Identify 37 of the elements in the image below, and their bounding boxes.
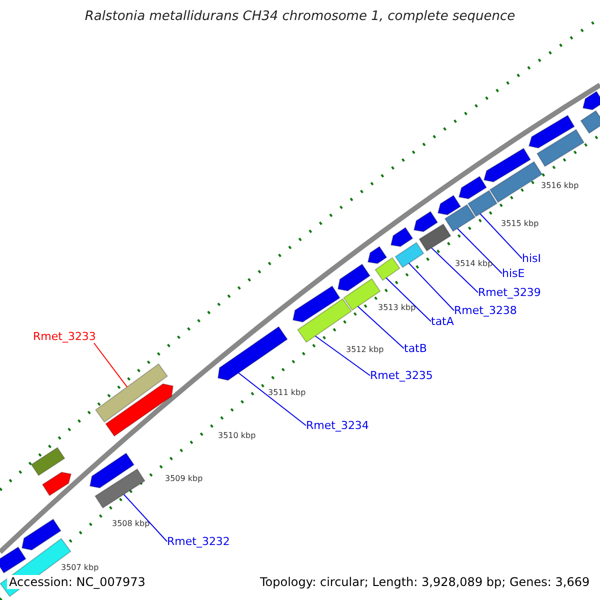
scale-label: 3507 kbp (61, 563, 99, 572)
gene-label: Rmet_3239 (478, 286, 541, 299)
leader-line (93, 342, 128, 388)
leader-line (480, 213, 522, 259)
leader-line (357, 306, 404, 349)
gene-bar (374, 257, 400, 281)
gene-label: tatA (431, 315, 454, 328)
gene-bar (217, 326, 288, 381)
leader-line (456, 228, 502, 274)
gene-bar (418, 223, 452, 252)
accession-text: Accession: NC_007973 (7, 575, 148, 589)
gene-label: Rmet_3232 (167, 535, 230, 548)
leader-line (314, 335, 370, 376)
leader-line (431, 247, 478, 293)
gene-label: tatB (404, 342, 427, 355)
leader-line (238, 372, 306, 426)
scale-label: 3513 kbp (378, 303, 416, 312)
gene-bar (94, 468, 146, 509)
leader-line (408, 262, 454, 311)
gene-label: hisI (522, 252, 542, 265)
gene-label: Rmet_3234 (306, 419, 369, 432)
topology-text: Topology: circular; Length: 3,928,089 bp; Genes: 3,669 (258, 575, 592, 589)
gene-label: hisE (502, 267, 525, 280)
scale-label: 3510 kbp (218, 431, 256, 440)
gene-bar (297, 298, 352, 343)
title: Ralstonia metallidurans CH34 chromosome 1, complete sequence (84, 9, 516, 24)
gene-label: Rmet_3235 (370, 369, 433, 382)
gene-bar (444, 204, 476, 232)
gene-bar (467, 190, 498, 218)
gene-label: Rmet_3233 (33, 330, 96, 343)
scale-label: 3516 kbp (541, 181, 579, 190)
gene-label: Rmet_3238 (454, 304, 517, 317)
gene-bar (394, 242, 424, 268)
scale-label: 3508 kbp (112, 519, 150, 528)
leader-line (123, 494, 168, 542)
gene-bar (94, 363, 168, 423)
leader-line (386, 277, 432, 322)
